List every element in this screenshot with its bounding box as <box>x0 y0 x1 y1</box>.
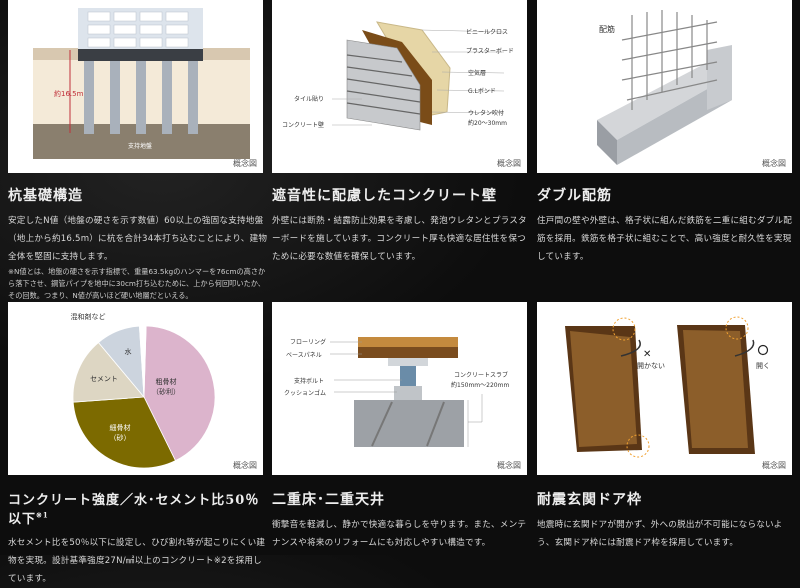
section-soundproof-wall: 遮音性に配慮したコンクリート壁 外壁には断熱・結露防止効果を考慮し、発泡ウレタン… <box>272 185 534 266</box>
pie-label: セメント <box>90 375 118 383</box>
section-body: 外壁には断熱・結露防止効果を考慮し、発泡ウレタンとプラスターボードを施しています… <box>272 216 527 262</box>
label-vinyl-cloth: ビニールクロス <box>466 28 508 36</box>
section-title: 二重床･二重天井 <box>272 492 385 508</box>
section-note: ※N値とは、地盤の硬さを示す指標で、重量63.5kgのハンマーを76cmの高さか… <box>8 267 266 300</box>
section-body: 安定したN値（地盤の硬さを示す数値）60以上の強固な支持地盤（地上から約16.5… <box>8 216 268 262</box>
pie-label: 水 <box>125 347 132 356</box>
wall-figure: ビニールクロス プラスターボード 空気層 G.Lボンド ウレタン吹付 約20～3… <box>272 0 527 173</box>
pie-slice <box>143 325 216 462</box>
concept-label: 概念図 <box>497 159 521 168</box>
section-body: 地震時に玄関ドアが開かず、外への脱出が不可能にならないよう、玄関ドア枠には耐震ド… <box>537 520 783 548</box>
label-thickness: 約20～30mm <box>468 119 507 127</box>
concept-label: 概念図 <box>762 461 786 470</box>
rebar-label: 配筋 <box>599 24 615 34</box>
label-urethane: ウレタン吹付 <box>468 109 504 117</box>
pie-slice <box>72 341 145 403</box>
concept-label: 概念図 <box>233 461 257 470</box>
concept-label: 概念図 <box>762 159 786 168</box>
pie-label: 粗骨材 <box>156 377 177 386</box>
label-slab: コンクリートスラブ <box>454 371 508 379</box>
pile-foundation-figure: 約16.5m 支持地盤 概念図 <box>8 0 263 173</box>
section-pile-foundation: 杭基礎構造 安定したN値（地盤の硬さを示す数値）60以上の強固な支持地盤（地上か… <box>8 185 270 302</box>
concept-label: 概念図 <box>497 461 521 470</box>
section-title: コンクリート強度／水･セメント比50％以下 <box>8 493 260 527</box>
pie-label: 混和剤など <box>71 312 106 321</box>
x-mark-icon: ✕ <box>643 349 651 360</box>
label-slab-thickness: 約150mm～220mm <box>451 381 509 389</box>
ok-label: 開く <box>756 362 770 370</box>
double-floor-figure: フローリング ベースパネル 支持ボルト クッションゴム コンクリートスラブ 約1… <box>272 302 527 475</box>
label-gl-bond: G.Lボンド <box>468 87 496 95</box>
pie-sublabel: （砂利） <box>152 387 180 396</box>
door-frame-figure: ✕ 開かない 開く 概念図 <box>537 302 792 475</box>
label-cushion-rubber: クッションゴム <box>284 389 326 397</box>
label-air-layer: 空気層 <box>468 69 486 77</box>
section-title: ダブル配筋 <box>537 188 612 204</box>
section-title: 耐震玄関ドア枠 <box>537 492 642 508</box>
label-tile: タイル貼り <box>294 95 324 103</box>
section-double-floor: 二重床･二重天井 衝撃音を軽減し、静かで快適な暮らしを守ります。また、メンテナン… <box>272 489 534 552</box>
label-flooring: フローリング <box>290 338 326 346</box>
section-double-rebar: ダブル配筋 住戸間の壁や外壁は、格子状に組んだ鉄筋を二重に組むダブル配筋を採用。… <box>537 185 799 266</box>
ng-label: 開かない <box>637 362 665 370</box>
section-body: 住戸間の壁や外壁は、格子状に組んだ鉄筋を二重に組むダブル配筋を採用。鉄筋を格子状… <box>537 216 793 262</box>
label-base-panel: ベースパネル <box>286 352 322 359</box>
pie-sublabel: （砂） <box>110 433 131 442</box>
section-body: 衝撃音を軽減し、静かで快適な暮らしを守ります。また、メンテナンスや将来のリフォー… <box>272 520 527 548</box>
label-support-bolt: 支持ボルト <box>294 377 324 385</box>
section-concrete-strength: コンクリート強度／水･セメント比50％以下※1 水セメント比を50％以下に設定し… <box>8 489 270 588</box>
section-body: 水セメント比を50％以下に設定し、ひび割れ等が起こりにくい建物を実現。設計基準強… <box>8 538 266 584</box>
pie-label: 細骨材 <box>110 423 131 432</box>
footnote-mark: ※1 <box>36 510 49 520</box>
section-title: 杭基礎構造 <box>8 188 83 204</box>
section-door-frame: 耐震玄関ドア枠 地震時に玄関ドアが開かず、外への脱出が不可能にならないよう、玄関… <box>537 489 799 552</box>
concrete-mix-pie: 粗骨材（砂利） 細骨材（砂） セメント 水 混和剤など 概念図 <box>8 302 263 475</box>
label-plaster-board: プラスターボード <box>466 47 514 55</box>
ground-label: 支持地盤 <box>128 142 152 150</box>
concept-label: 概念図 <box>233 159 257 168</box>
label-concrete-wall: コンクリート壁 <box>282 121 324 129</box>
pie-slice <box>138 325 147 398</box>
rebar-figure: 配筋 概念図 <box>537 0 792 173</box>
section-title: 遮音性に配慮したコンクリート壁 <box>272 188 497 204</box>
depth-label: 約16.5m <box>54 89 84 98</box>
circle-mark-icon <box>757 344 769 356</box>
pie-slice <box>72 396 177 469</box>
